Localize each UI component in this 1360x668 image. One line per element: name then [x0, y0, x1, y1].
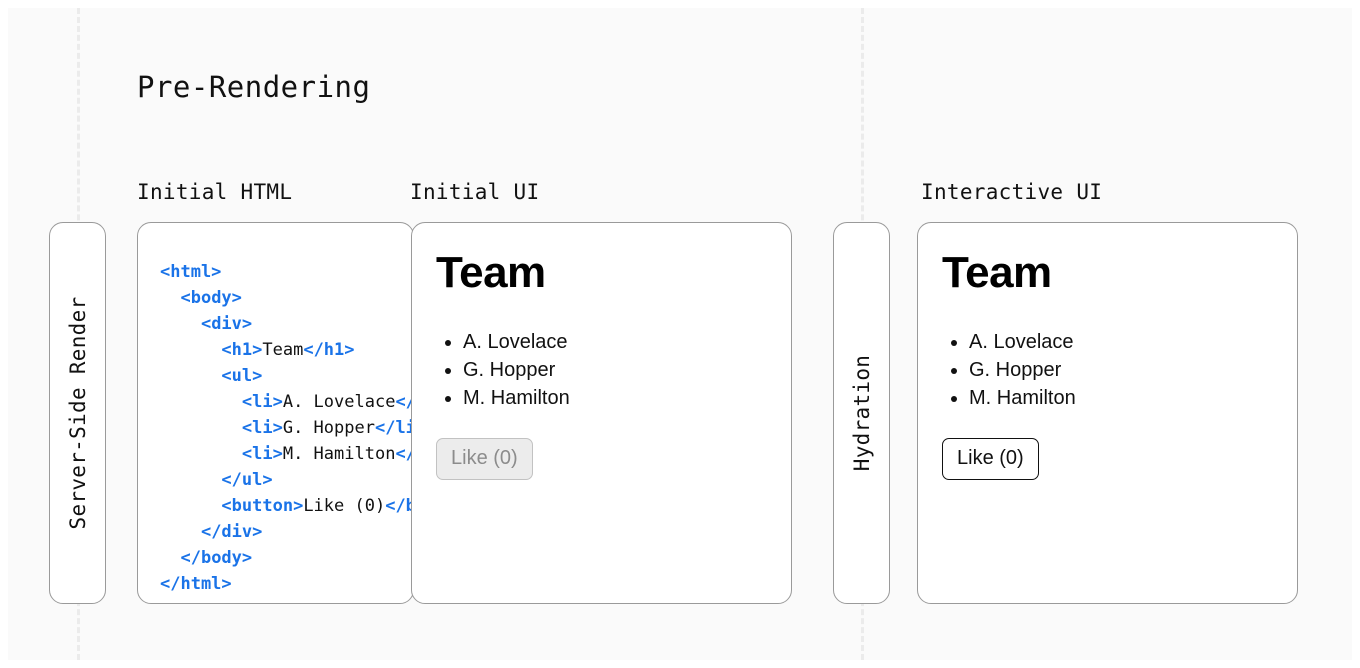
- code-tag: <button>: [221, 496, 304, 516]
- code-line: <button>Like (0)</button>: [160, 493, 413, 519]
- code-line: </body>: [160, 545, 413, 571]
- like-button[interactable]: Like (0): [942, 438, 1039, 481]
- stage-pill-label: Server-Side Render: [65, 296, 90, 530]
- code-line: </ul>: [160, 467, 413, 493]
- code-tag: <body>: [180, 288, 242, 308]
- code-tag: </body>: [180, 548, 253, 568]
- code-tag: </h1>: [303, 340, 355, 360]
- page-title: Pre-Rendering: [137, 70, 371, 104]
- stage-pill-label: Hydration: [849, 354, 874, 472]
- code-line: <li>M. Hamilton</li>: [160, 441, 414, 467]
- code-tag: </button>: [385, 496, 413, 516]
- code-tag: <ul>: [221, 366, 263, 386]
- code-tag: </li>: [374, 418, 413, 438]
- initial-ui-card: Team A. LovelaceG. HopperM. Hamilton Lik…: [411, 222, 792, 604]
- stage-pill-server-side-render: Server-Side Render: [49, 222, 106, 604]
- interactive-ui-card: Team A. LovelaceG. HopperM. Hamilton Lik…: [917, 222, 1298, 604]
- code-line: </html>: [160, 571, 413, 597]
- team-member-item: A. Lovelace: [969, 328, 1287, 356]
- code-text: Team: [262, 340, 304, 360]
- team-member-item: G. Hopper: [969, 356, 1287, 384]
- code-line: <div>: [160, 311, 413, 337]
- code-tag: </div>: [200, 522, 263, 542]
- team-member-item: G. Hopper: [463, 356, 781, 384]
- html-source-code: <html> <body> <div> <h1>Team</h1> <ul> <…: [160, 259, 414, 597]
- code-tag: </li>: [395, 444, 414, 464]
- stage-pill-hydration: Hydration: [833, 222, 890, 604]
- ui-heading: Team: [942, 248, 1052, 297]
- code-tag: <h1>: [221, 340, 263, 360]
- code-text: G. Hopper: [282, 418, 375, 438]
- code-line: <ul>: [160, 363, 413, 389]
- code-tag: </li>: [395, 392, 414, 412]
- code-tag: </ul>: [221, 470, 273, 490]
- ui-heading: Team: [436, 248, 546, 297]
- code-tag: <li>: [241, 418, 283, 438]
- team-member-list: A. LovelaceG. HopperM. Hamilton: [942, 328, 1287, 412]
- code-line: <body>: [160, 285, 413, 311]
- code-tag: <html>: [160, 262, 222, 282]
- column-label-initial-ui: Initial UI: [410, 180, 540, 204]
- diagram-canvas: Pre-Rendering Initial HTML Initial UI In…: [8, 8, 1352, 660]
- code-tag: <li>: [241, 392, 283, 412]
- team-member-item: M. Hamilton: [969, 384, 1287, 412]
- column-label-interactive-ui: Interactive UI: [921, 180, 1103, 204]
- initial-html-card: <html> <body> <div> <h1>Team</h1> <ul> <…: [137, 222, 414, 604]
- code-text: A. Lovelace: [282, 392, 396, 412]
- code-line: </div>: [160, 519, 413, 545]
- team-member-list: A. LovelaceG. HopperM. Hamilton: [436, 328, 781, 412]
- code-line: <h1>Team</h1>: [160, 337, 413, 363]
- code-tag: <div>: [200, 314, 253, 334]
- code-line: <li>G. Hopper</li>: [160, 415, 413, 441]
- team-member-item: M. Hamilton: [463, 384, 781, 412]
- code-text: Like (0): [303, 496, 386, 516]
- code-tag: <li>: [241, 444, 283, 464]
- like-button[interactable]: Like (0): [436, 438, 533, 481]
- code-text: M. Hamilton: [282, 444, 396, 464]
- code-line: <html>: [160, 259, 413, 285]
- team-member-item: A. Lovelace: [463, 328, 781, 356]
- code-tag: </html>: [160, 574, 232, 594]
- code-line: <li>A. Lovelace</li>: [160, 389, 414, 415]
- column-label-initial-html: Initial HTML: [137, 180, 293, 204]
